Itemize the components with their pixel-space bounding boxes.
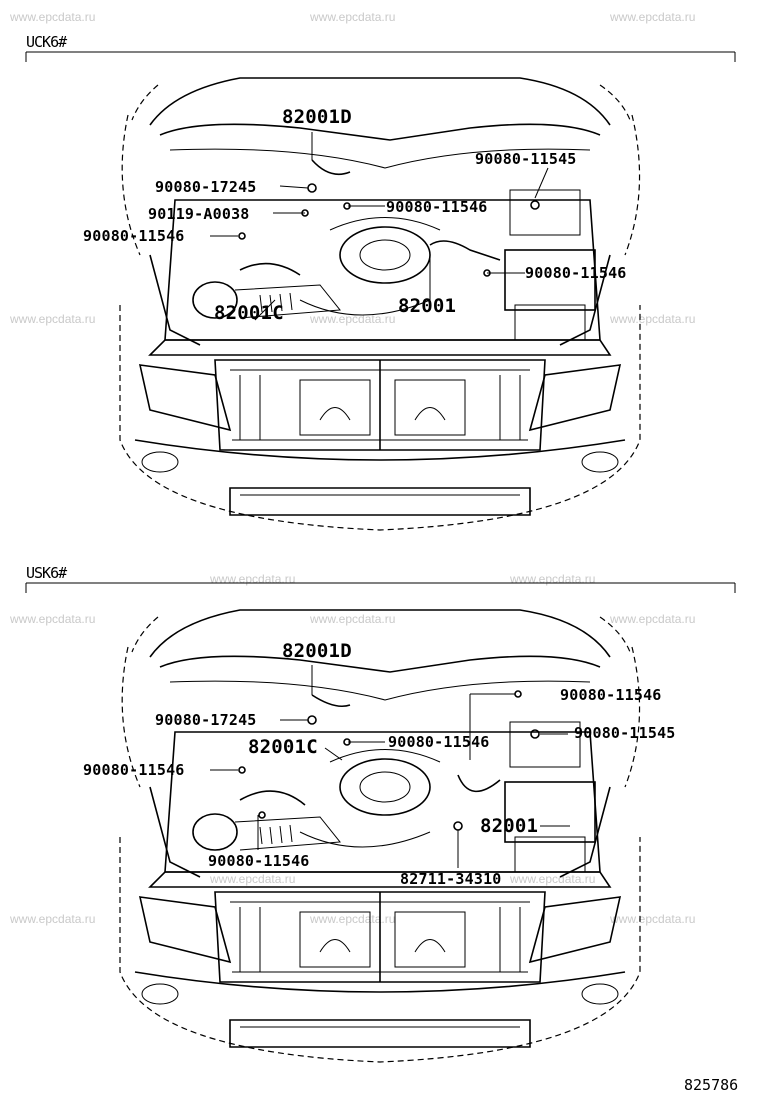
section-title-1: UCK6# bbox=[26, 33, 67, 51]
truck-front-usk6 bbox=[119, 609, 641, 1063]
harness-82001d bbox=[311, 694, 351, 708]
watermark: www.epcdata.ru bbox=[610, 912, 696, 926]
callout-82711-34310: 82711-34310 bbox=[400, 870, 502, 888]
figure-number: 825786 bbox=[684, 1076, 739, 1094]
watermark: www.epcdata.ru bbox=[610, 312, 696, 326]
harness-82001d bbox=[311, 159, 351, 176]
callout-90080-11546: 90080-11546 bbox=[525, 264, 627, 282]
watermark: www.epcdata.ru bbox=[310, 10, 396, 24]
callout-82001: 82001 bbox=[398, 295, 457, 317]
callout-82001d: 82001D bbox=[282, 106, 352, 128]
callout-90119-a0038: 90119-A0038 bbox=[148, 205, 250, 223]
callout-90080-11546: 90080-11546 bbox=[83, 227, 185, 245]
watermark: www.epcdata.ru bbox=[10, 612, 96, 626]
callout-90080-17245: 90080-17245 bbox=[155, 178, 257, 196]
callout-90080-11546: 90080-11546 bbox=[388, 733, 490, 751]
watermark: www.epcdata.ru bbox=[310, 612, 396, 626]
watermark: www.epcdata.ru bbox=[10, 912, 96, 926]
watermark: www.epcdata.ru bbox=[10, 10, 96, 24]
watermark: www.epcdata.ru bbox=[610, 612, 696, 626]
section-divider-bottom bbox=[25, 582, 736, 593]
truck-front-ucK6 bbox=[119, 77, 641, 531]
callout-90080-11546: 90080-11546 bbox=[386, 198, 488, 216]
callout-90080-11546: 90080-11546 bbox=[208, 852, 310, 870]
watermark: www.epcdata.ru bbox=[210, 872, 296, 886]
watermark: www.epcdata.ru bbox=[510, 872, 596, 886]
callout-82001c: 82001C bbox=[214, 302, 284, 324]
callout-90080-11545: 90080-11545 bbox=[574, 724, 676, 742]
callout-82001c: 82001C bbox=[248, 736, 318, 758]
harness-82001c bbox=[239, 790, 306, 806]
callout-90080-11546: 90080-11546 bbox=[83, 761, 185, 779]
callout-90080-17245: 90080-17245 bbox=[155, 711, 257, 729]
harness-82001 bbox=[457, 774, 501, 793]
watermark: www.epcdata.ru bbox=[10, 312, 96, 326]
callout-82001d: 82001D bbox=[282, 640, 352, 662]
callout-90080-11546: 90080-11546 bbox=[560, 686, 662, 704]
section-divider-top bbox=[25, 51, 736, 62]
harness-82001 bbox=[429, 240, 501, 261]
section-title-2: USK6# bbox=[26, 564, 67, 582]
watermark: www.epcdata.ru bbox=[310, 312, 396, 326]
watermark: www.epcdata.ru bbox=[610, 10, 696, 24]
callout-82001: 82001 bbox=[480, 815, 539, 837]
harness-82001c bbox=[239, 262, 301, 276]
callout-90080-11545: 90080-11545 bbox=[475, 150, 577, 168]
watermark: www.epcdata.ru bbox=[310, 912, 396, 926]
